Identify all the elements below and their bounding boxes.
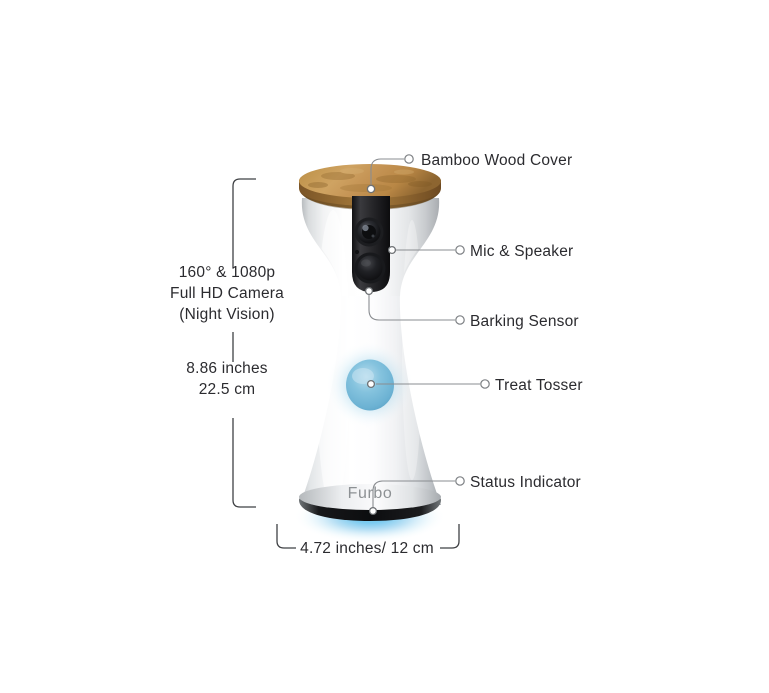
height-dimension-group: 160° & 1080p Full HD Camera (Night Visio… (170, 178, 284, 508)
mic-pinhole (354, 249, 360, 255)
height-bracket-bottom (232, 418, 256, 508)
callout-group: Bamboo Wood Cover Mic & Speaker Barking … (364, 152, 583, 516)
width-measure-label: 4.72 inches/ 12 cm (300, 540, 434, 557)
leader-line-barking-sensor (368, 294, 455, 321)
bamboo-cover-top (299, 164, 441, 198)
camera-spec-line-3: (Night Vision) (179, 306, 275, 323)
leader-line-bamboo-wood-cover (370, 158, 404, 189)
leader-ring-bamboo-wood-cover (404, 154, 414, 164)
device-base-top (299, 484, 441, 510)
anchor-dot-barking-sensor (364, 286, 374, 296)
callout-label-status-indicator: Status Indicator (470, 474, 581, 491)
height-measure-line-1: 8.86 inches (186, 360, 268, 377)
leader-ring-mic-and-speaker (455, 245, 465, 255)
sensor-strip (352, 196, 390, 292)
leader-ring-treat-tosser (480, 379, 490, 389)
leader-ring-barking-sensor (455, 315, 465, 325)
speaker (354, 252, 386, 284)
camera-lens (354, 217, 384, 247)
camera-spec-line-1: 160° & 1080p (179, 264, 276, 281)
width-dimension-group: 4.72 inches/ 12 cm (276, 524, 460, 557)
anchor-dot-mic-and-speaker (387, 245, 397, 255)
callout-label-barking-sensor: Barking Sensor (470, 313, 579, 330)
callout-barking-sensor[interactable]: Barking Sensor (364, 286, 579, 330)
callout-label-mic-and-speaker: Mic & Speaker (470, 243, 573, 260)
width-bracket-right (440, 524, 460, 549)
callout-label-bamboo-wood-cover: Bamboo Wood Cover (421, 152, 572, 169)
anchor-dot-bamboo-wood-cover (366, 184, 376, 194)
camera-spec-line-2: Full HD Camera (170, 285, 284, 302)
callout-status-indicator[interactable]: Status Indicator (368, 474, 581, 516)
height-bracket-top (232, 178, 256, 268)
bamboo-wood-cover (299, 164, 441, 210)
leader-line-status-indicator (372, 480, 455, 508)
device-group: Furbo (294, 164, 446, 543)
height-measure-line-2: 22.5 cm (199, 381, 256, 398)
anchor-dot-status-indicator (368, 506, 378, 516)
furbo-brand-label: Furbo (348, 485, 393, 502)
width-bracket-left (276, 524, 296, 549)
bamboo-cover-shadow (301, 192, 439, 210)
callout-treat-tosser[interactable]: Treat Tosser (366, 377, 583, 394)
anchor-dot-treat-tosser (366, 379, 376, 389)
callout-mic-and-speaker[interactable]: Mic & Speaker (387, 243, 574, 260)
callout-bamboo-wood-cover[interactable]: Bamboo Wood Cover (366, 152, 572, 194)
leader-ring-status-indicator (455, 476, 465, 486)
callout-label-treat-tosser: Treat Tosser (495, 377, 583, 394)
bamboo-grain (308, 168, 432, 192)
